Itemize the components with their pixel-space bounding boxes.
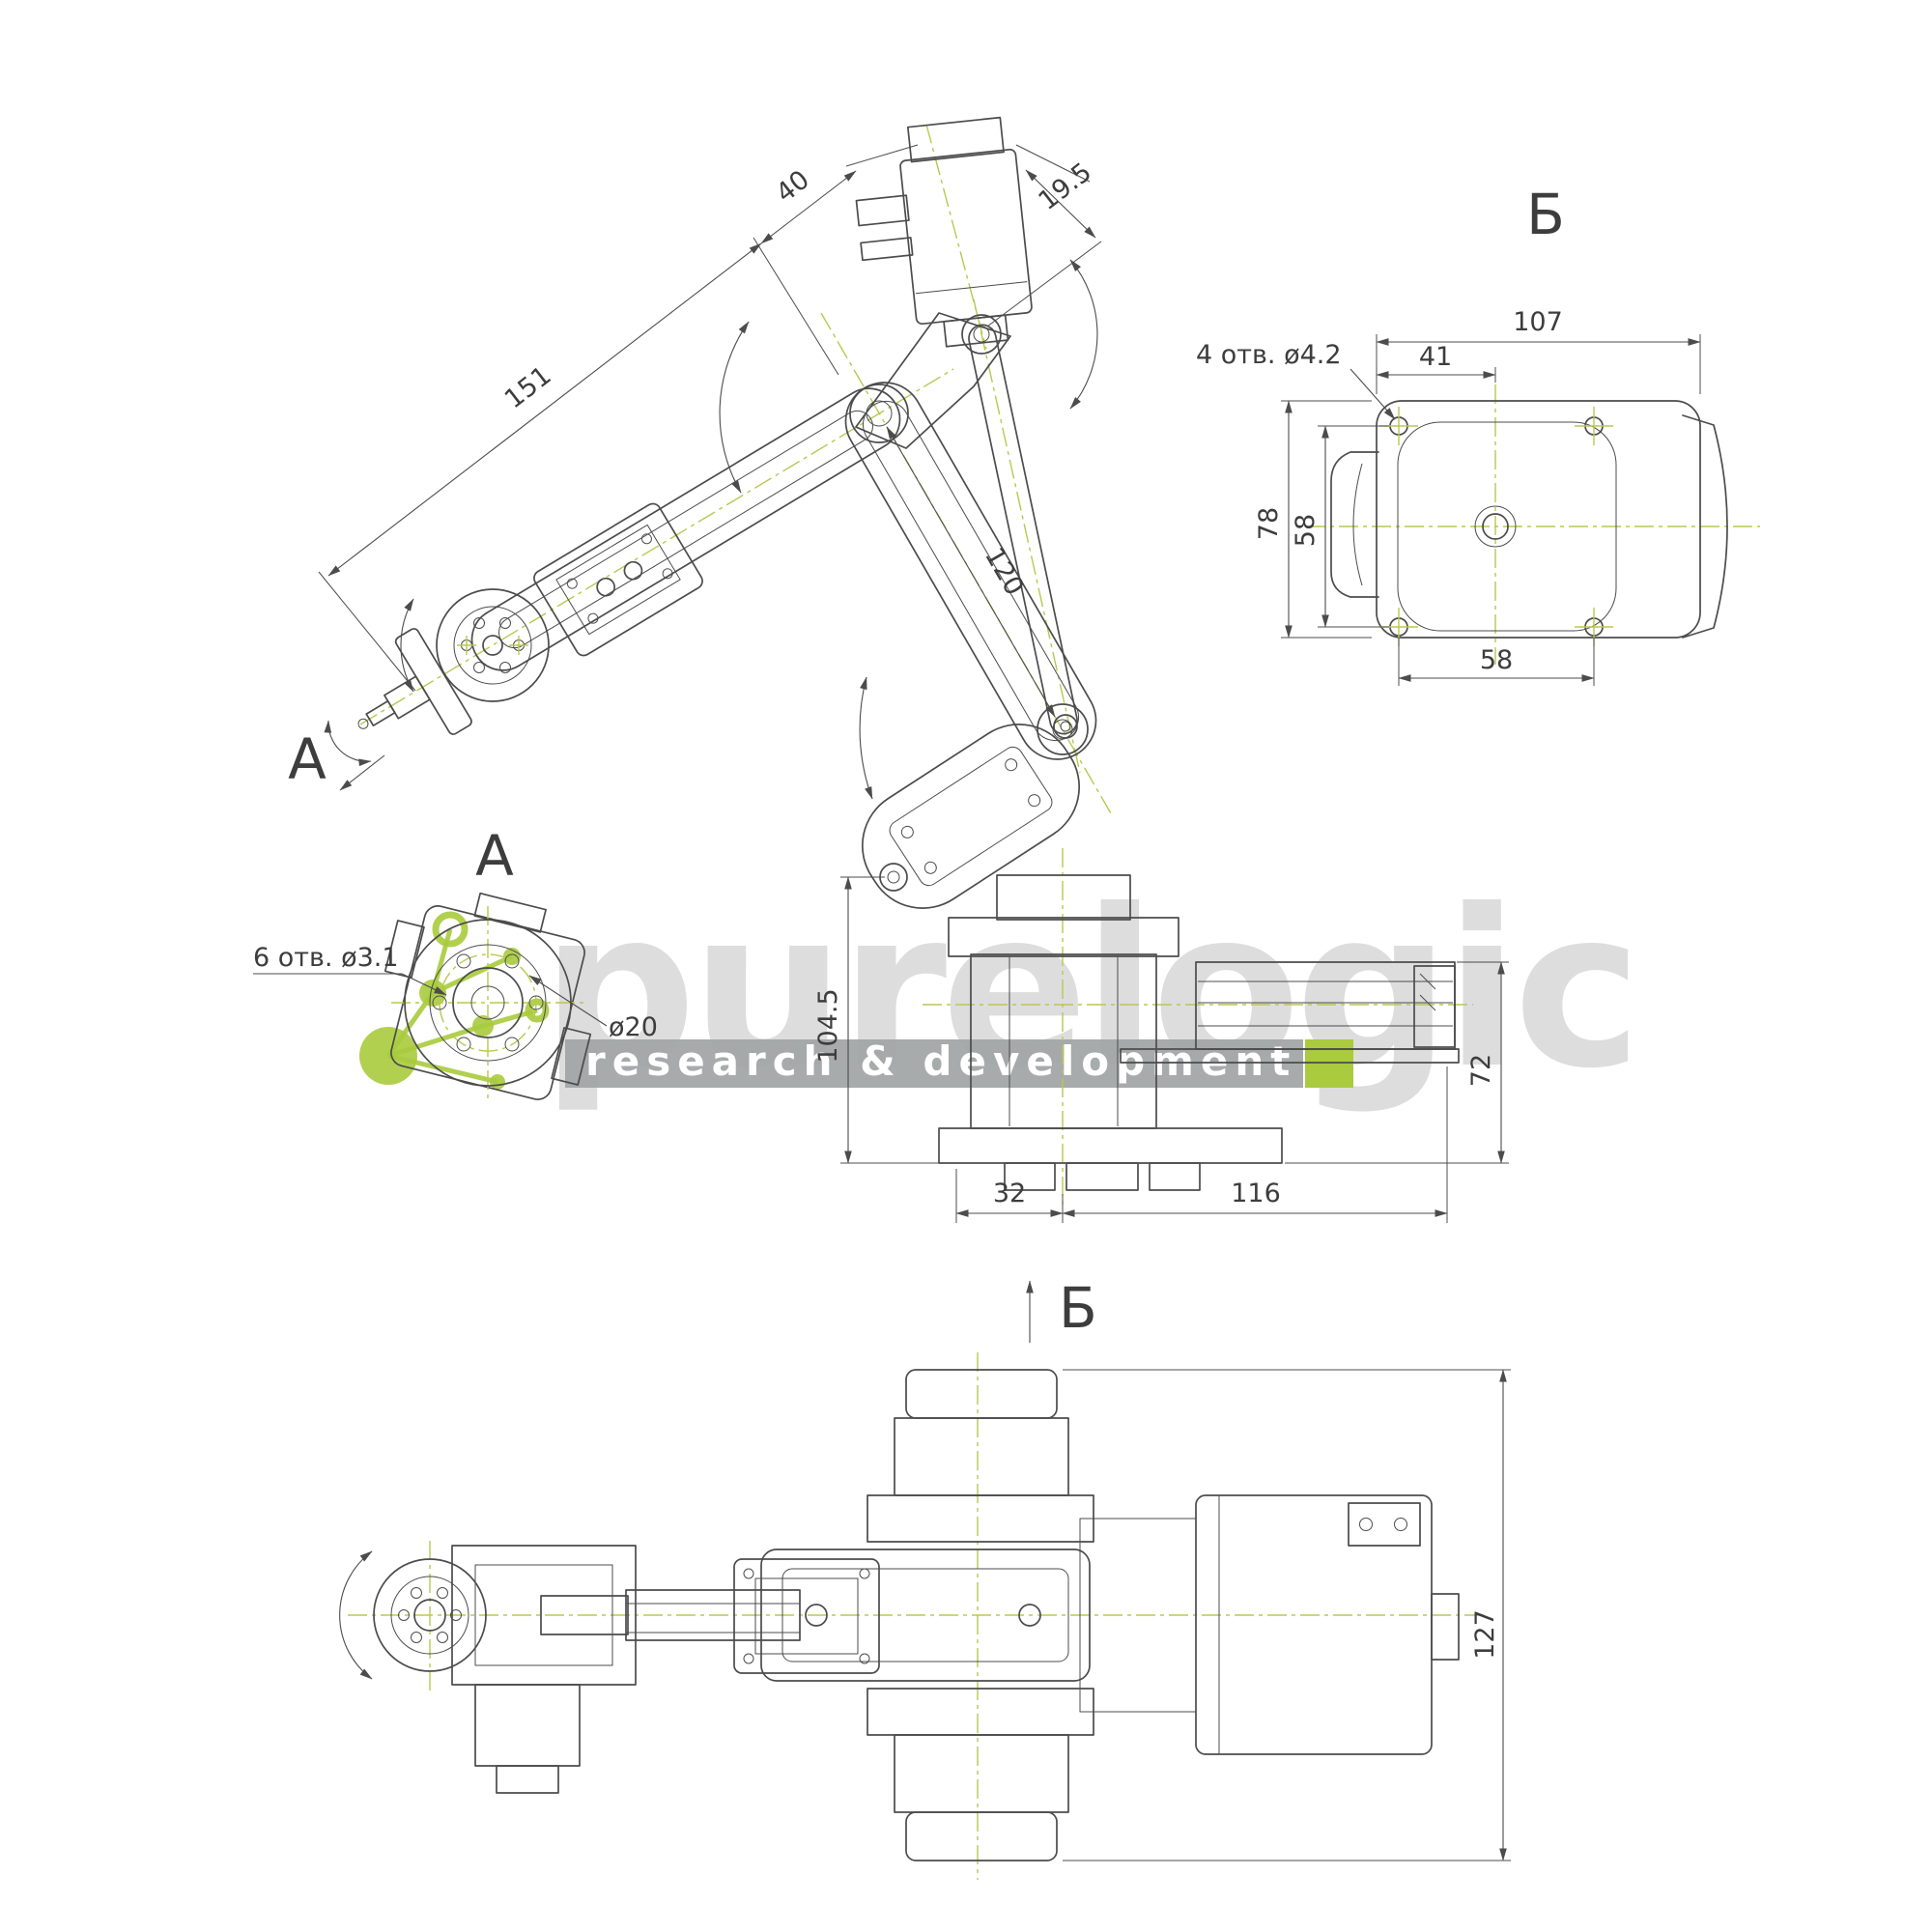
dim-58-horizontal: 58 <box>1398 638 1595 686</box>
dim-label-40: 40 <box>771 165 815 210</box>
top-block <box>855 116 1033 348</box>
dim-label-41: 41 <box>1419 342 1452 372</box>
detail-a-housing <box>384 892 592 1100</box>
dim-label-58-horizontal: 58 <box>1480 645 1513 675</box>
dim-104-5: 104.5 <box>813 876 939 1164</box>
dim-58-vertical: 58 <box>1291 425 1389 628</box>
dim-107: 107 <box>1376 307 1701 394</box>
top-view-arm-link <box>760 1548 1091 1682</box>
watermark-tagline-band <box>565 1039 1303 1088</box>
detail-a-holes-note: 6 отв. ø3.1 <box>253 943 447 996</box>
dim-label-72: 72 <box>1466 1054 1496 1087</box>
dim-label-107: 107 <box>1513 307 1563 337</box>
view-arrow-label-b: Б <box>1059 1275 1097 1341</box>
top-view: Б <box>339 1275 1511 1880</box>
dim-label-78: 78 <box>1254 507 1284 540</box>
joints <box>849 314 1089 755</box>
dim-label-58-vertical: 58 <box>1291 514 1321 547</box>
detail-a-bolt-circle-text: ø20 <box>609 1012 658 1042</box>
dim-label-19-5: 19.5 <box>1034 157 1097 216</box>
dim-151: 151 <box>318 237 839 692</box>
detail-b-holes-note-text: 4 отв. ø4.2 <box>1196 340 1342 370</box>
dim-32-116: 32 116 <box>955 1066 1448 1223</box>
wrist-flange <box>436 588 550 702</box>
detail-view-b: Б 4 отв. ø4.2 <box>1196 182 1760 686</box>
detail-b-holes-note: 4 отв. ø4.2 <box>1196 340 1396 420</box>
watermark: purelogic research & development <box>359 864 1642 1117</box>
watermark-tagline-text: research & development <box>585 1037 1296 1085</box>
dim-label-127: 127 <box>1470 1609 1500 1660</box>
view-arrow-label-a: А <box>288 726 327 792</box>
dim-label-116: 116 <box>1231 1179 1281 1208</box>
top-view-wrist <box>339 1545 637 1794</box>
dim-120: 120 <box>886 426 1056 718</box>
view-direction-b: Б <box>1026 1275 1097 1343</box>
forearm-servo-block <box>533 502 703 657</box>
detail-view-a: А 6 отв. ø3.1 ø20 <box>253 823 658 1100</box>
dim-72: 72 <box>1285 961 1509 1164</box>
top-view-forearm <box>540 1558 880 1674</box>
view-direction-a: А <box>288 726 385 792</box>
detail-a-title: А <box>475 823 514 889</box>
tool-flange <box>357 628 472 735</box>
detail-b-title: Б <box>1526 182 1565 247</box>
parallel-rod <box>968 324 1078 735</box>
dim-40: 40 <box>760 144 919 244</box>
dim-78: 78 <box>1254 400 1372 639</box>
top-view-base-box <box>1079 1494 1460 1755</box>
detail-a-bolt-circle-note: ø20 <box>528 975 658 1042</box>
detail-a-flange <box>404 919 572 1087</box>
dim-19-5: 19.5 <box>986 144 1102 327</box>
watermark-accent-square <box>1305 1039 1353 1088</box>
base-bracket <box>1120 961 1460 1064</box>
dim-label-104-5: 104.5 <box>813 988 843 1063</box>
rotation-arcs <box>324 259 1098 800</box>
detail-a-holes-note-text: 6 отв. ø3.1 <box>253 943 399 973</box>
robot-base <box>938 874 1283 1191</box>
detail-b-plate <box>1330 400 1728 646</box>
dim-127: 127 <box>1063 1369 1511 1861</box>
dim-41: 41 <box>1376 342 1496 383</box>
top-view-cylinders <box>867 1369 1094 1861</box>
dim-label-32: 32 <box>993 1179 1026 1208</box>
